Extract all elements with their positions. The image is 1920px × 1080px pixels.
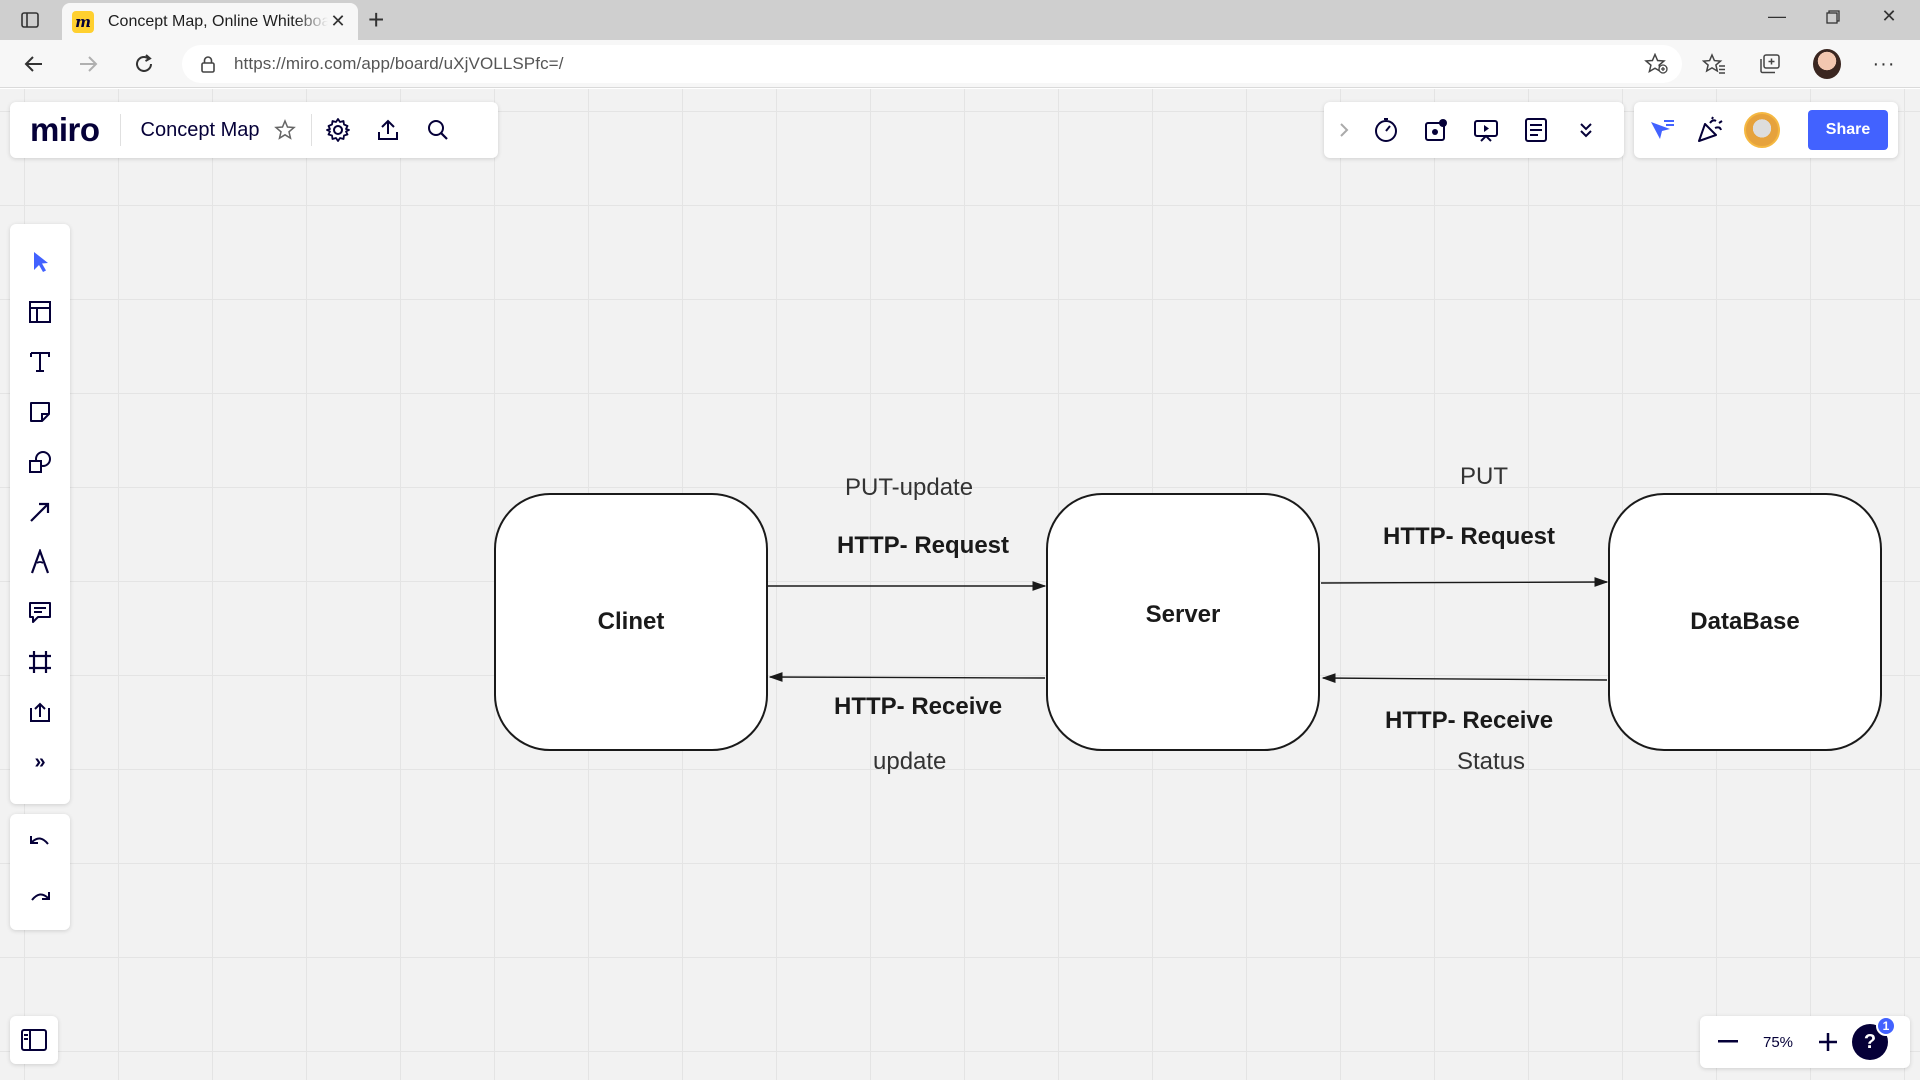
collaborator-avatar[interactable] [1744,112,1780,148]
board-sidebar-toggle[interactable] [10,1016,58,1064]
sidebar-icon [21,1029,47,1051]
frame-icon[interactable] [20,642,60,682]
tab-title: Concept Map, Online Whiteboard for Visua… [108,12,328,30]
undo-icon[interactable] [20,822,60,862]
presentation-icon[interactable] [1466,110,1506,150]
zoom-in-button[interactable] [1808,1022,1848,1062]
label-status[interactable]: Status [1457,748,1526,775]
refresh-icon[interactable] [130,50,158,78]
label-put-update[interactable]: PUT-update [845,474,974,501]
node-server[interactable]: Server [1046,493,1320,751]
label-put[interactable]: PUT [1460,463,1508,490]
shapes-icon[interactable] [20,442,60,482]
favorites-icon[interactable] [1700,50,1728,78]
notes-icon[interactable] [1516,110,1556,150]
select-icon[interactable] [20,242,60,282]
minimize-icon[interactable]: — [1768,6,1786,26]
server-to-client-arrow[interactable] [768,672,1046,682]
restore-icon[interactable] [1818,6,1848,29]
divider [119,114,121,146]
creation-toolbar: » [10,224,70,804]
board-tools-panel [1324,102,1624,158]
browser-menu-icon[interactable]: ··· [1872,52,1896,75]
database-to-server-arrow[interactable] [1321,673,1608,683]
zoom-out-button[interactable] [1708,1022,1748,1062]
divider [311,114,313,146]
expand-icon[interactable] [1330,110,1358,150]
upload-icon[interactable] [20,692,60,732]
label-http-request-1[interactable]: HTTP- Request [837,532,1010,559]
label-http-receive-2[interactable]: HTTP- Receive [1385,707,1554,734]
timer-icon[interactable] [1366,110,1406,150]
pen-icon[interactable] [20,542,60,582]
lock-icon[interactable] [200,55,216,78]
back-icon[interactable] [20,50,48,78]
browser-tabbar: m Concept Map, Online Whiteboard for Vis… [0,0,1920,40]
add-favorite-icon[interactable] [1644,52,1668,80]
node-client[interactable]: Clinet [494,493,768,751]
profile-avatar[interactable] [1813,49,1841,79]
voting-icon[interactable] [1416,110,1456,150]
text-icon[interactable] [20,342,60,382]
export-icon[interactable] [368,110,408,150]
more-tools-icon[interactable]: » [34,750,46,773]
zoom-level[interactable]: 75% [1762,1033,1794,1051]
history-panel [10,814,70,930]
url-text: https://miro.com/app/board/uXjVOLLSPfc=/ [234,54,564,73]
board-header-panel: miro Concept Map [10,102,498,158]
redo-icon[interactable] [20,878,60,918]
settings-icon[interactable] [318,110,358,150]
forward-icon[interactable] [74,50,102,78]
templates-icon[interactable] [20,292,60,332]
close-window-icon[interactable]: ✕ [1881,6,1897,26]
sticky-note-icon[interactable] [20,392,60,432]
miro-icon: m [72,10,94,33]
collaboration-panel: Share [1634,102,1898,158]
comment-icon[interactable] [20,592,60,632]
arrow-line-icon[interactable] [20,492,60,532]
miro-logo[interactable]: miro [30,111,100,148]
browser-addressbar: https://miro.com/app/board/uXjVOLLSPfc=/… [0,40,1920,88]
node-database[interactable]: DataBase [1608,493,1882,751]
url-bar[interactable]: https://miro.com/app/board/uXjVOLLSPfc=/ [182,45,1682,83]
label-http-request-2[interactable]: HTTP- Request [1383,523,1556,550]
close-tab-icon[interactable]: ✕ [330,11,346,31]
label-update[interactable]: update [873,748,947,775]
star-icon[interactable] [265,110,305,150]
zoom-panel: 75% ? 1 [1700,1016,1910,1068]
help-button[interactable]: ? 1 [1852,1016,1896,1060]
cursor-filter-icon[interactable] [1642,110,1682,150]
celebrate-icon[interactable] [1690,110,1730,150]
search-icon[interactable] [418,110,458,150]
board-title[interactable]: Concept Map [140,118,260,141]
help-icon: ? [1863,1030,1877,1053]
collections-icon[interactable] [1756,50,1784,78]
share-button[interactable]: Share [1808,110,1888,150]
board-canvas[interactable]: Clinet Server DataBase PUT-update HTTP- … [0,89,1920,1080]
more-chevron-icon[interactable] [1566,110,1606,150]
label-http-receive-1[interactable]: HTTP- Receive [834,693,1003,720]
notification-badge: 1 [1876,1016,1896,1036]
tab-actions-icon[interactable] [20,10,40,30]
server-to-database-arrow[interactable] [1320,577,1609,587]
new-tab-icon[interactable]: + [368,4,385,35]
browser-tab-active[interactable]: m Concept Map, Online Whiteboard for Vis… [62,3,358,40]
